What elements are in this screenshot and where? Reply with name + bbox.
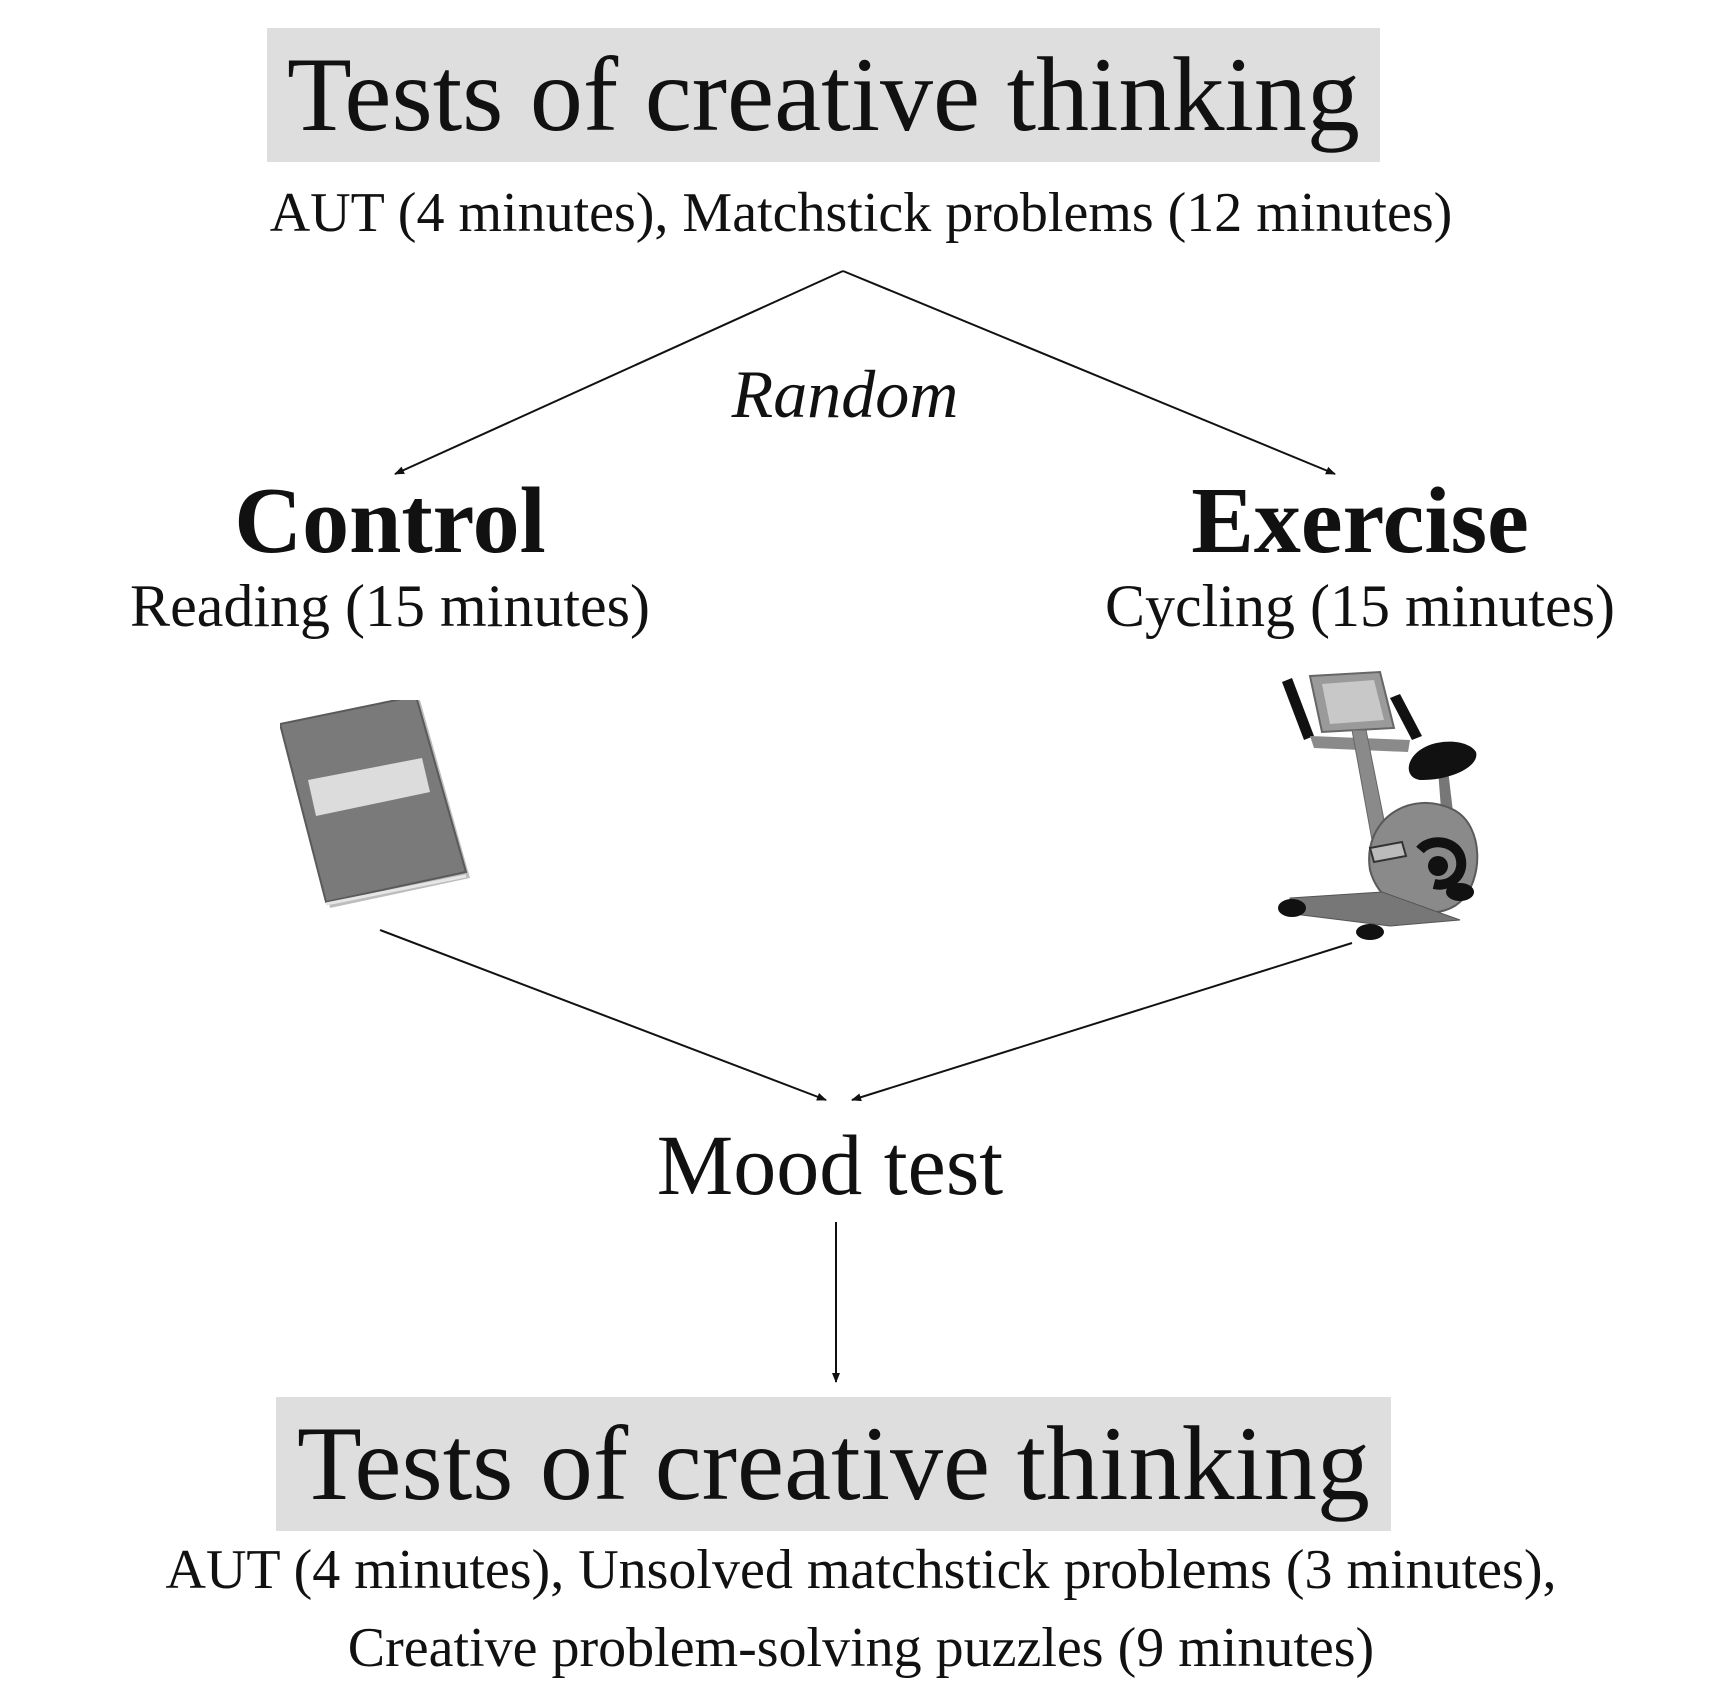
control-title: Control [234,469,546,573]
top-test-description: AUT (4 minutes), Matchstick problems (12… [269,182,1453,244]
post-test-title: Tests of creative thinking [297,1405,1370,1522]
mood-test-label: Mood test [656,1117,1004,1213]
random-label: Random [731,356,959,432]
exercise-bike-icon [1278,670,1479,940]
post-test-description-line2: Creative problem-solving puzzles (9 minu… [347,1617,1375,1679]
control-activity: Reading (15 minutes) [130,573,650,639]
post-test-description-line1: AUT (4 minutes), Unsolved matchstick pro… [165,1539,1557,1601]
arrow-exercise-to-mood [851,942,1353,1102]
exercise-title: Exercise [1191,469,1529,573]
arrow-to-exercise [842,270,1336,475]
post-test-box: Tests of creative thinking [276,1397,1391,1531]
top-test-box: Tests of creative thinking [267,28,1380,162]
exercise-activity: Cycling (15 minutes) [1105,573,1615,639]
arrow-to-control [394,270,844,475]
book-icon [280,700,470,908]
arrow-control-to-mood [379,929,827,1101]
top-test-title: Tests of creative thinking [287,36,1360,153]
